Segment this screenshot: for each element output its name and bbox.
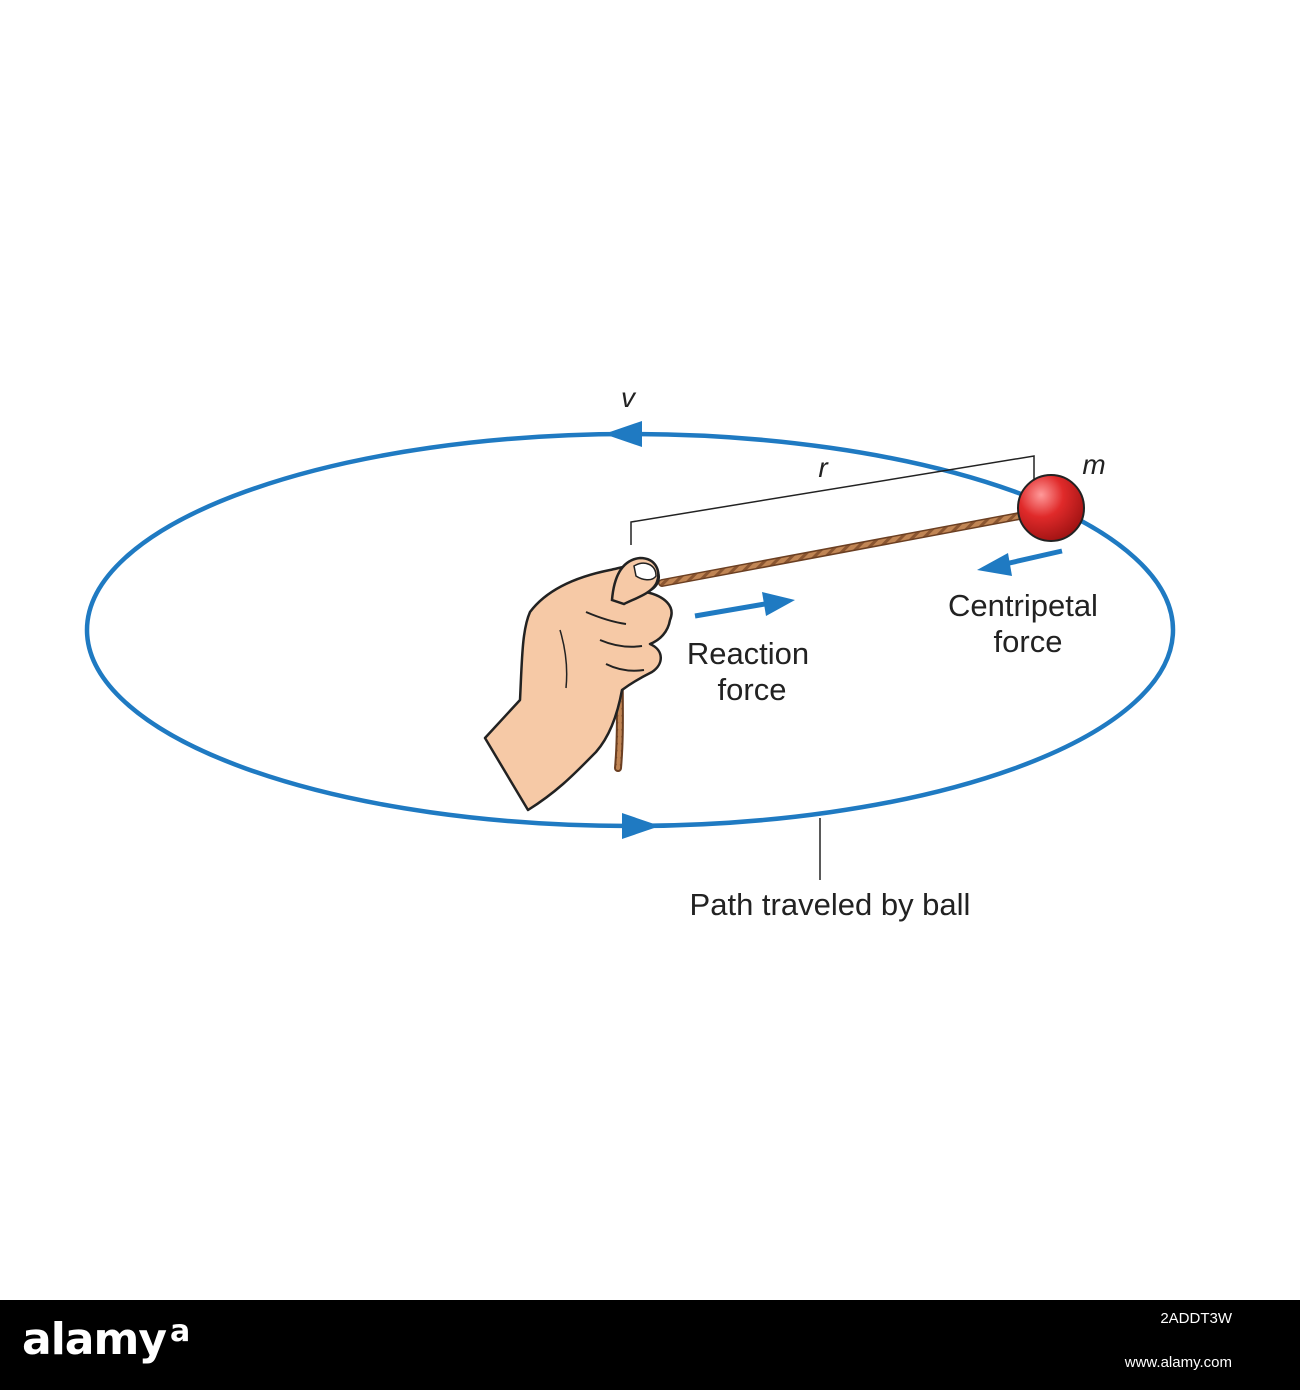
rope-texture <box>659 511 1033 586</box>
reaction-force-label-line1: Reaction <box>687 636 809 671</box>
velocity-label: v <box>621 382 637 413</box>
radius-label: r <box>818 452 829 483</box>
ball <box>1017 474 1085 542</box>
reaction-force-label-line2: force <box>718 672 787 707</box>
velocity-arrow-bottom <box>622 813 660 839</box>
mass-label: m <box>1082 449 1105 480</box>
velocity-arrow-top <box>604 421 642 447</box>
path-label: Path traveled by ball <box>690 887 971 922</box>
centripetal-force-label-line1: Centripetal <box>948 588 1098 623</box>
centripetal-force-diagram: v r m Reaction force Centripetal force P… <box>84 382 1176 922</box>
hand-icon <box>483 556 673 812</box>
radius-bracket <box>630 455 1035 545</box>
image-id: 2ADDT3W <box>1160 1310 1232 1327</box>
centripetal-force-arrow <box>977 548 1063 576</box>
reaction-force-arrow <box>694 592 795 619</box>
alamy-logo-text: alamy <box>22 1314 167 1365</box>
centripetal-force-label-line2: force <box>994 624 1063 659</box>
site-url: www.alamy.com <box>1124 1354 1232 1371</box>
alamy-logo-mark: a <box>170 1314 190 1349</box>
